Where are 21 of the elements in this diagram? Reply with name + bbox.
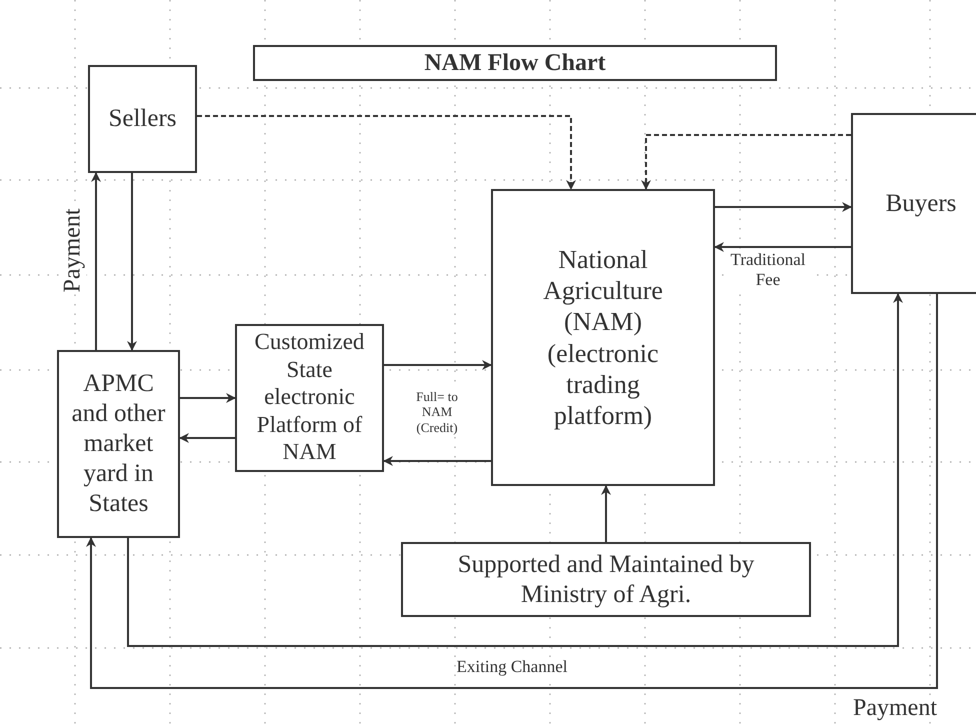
process-box: Customized State electronic Platform of NAM: [235, 324, 384, 472]
arrow: [91, 172, 101, 350]
edge-label: Exiting Channel: [456, 657, 568, 677]
arrow: [715, 202, 852, 212]
arrow: [601, 485, 611, 542]
arrow: [179, 433, 235, 443]
arrow: [383, 456, 491, 466]
title: NAM Flow Chart: [253, 45, 777, 81]
process-box: Supported and Maintained by Ministry of Agri.: [401, 542, 811, 617]
arrow: [714, 242, 851, 252]
dashed-arrow: [197, 115, 576, 190]
arrow: [127, 293, 903, 647]
arrow: [180, 393, 236, 403]
arrow: [86, 294, 938, 689]
arrow: [384, 360, 492, 370]
process-box: Sellers: [88, 65, 197, 173]
dashed-arrow: [641, 134, 851, 190]
process-box: APMC and other market yard in States: [57, 350, 180, 538]
arrow: [127, 173, 137, 351]
platform-box: National Agriculture (NAM) (electronic trading platform): [491, 189, 715, 486]
process-box: Buyers: [851, 113, 976, 294]
